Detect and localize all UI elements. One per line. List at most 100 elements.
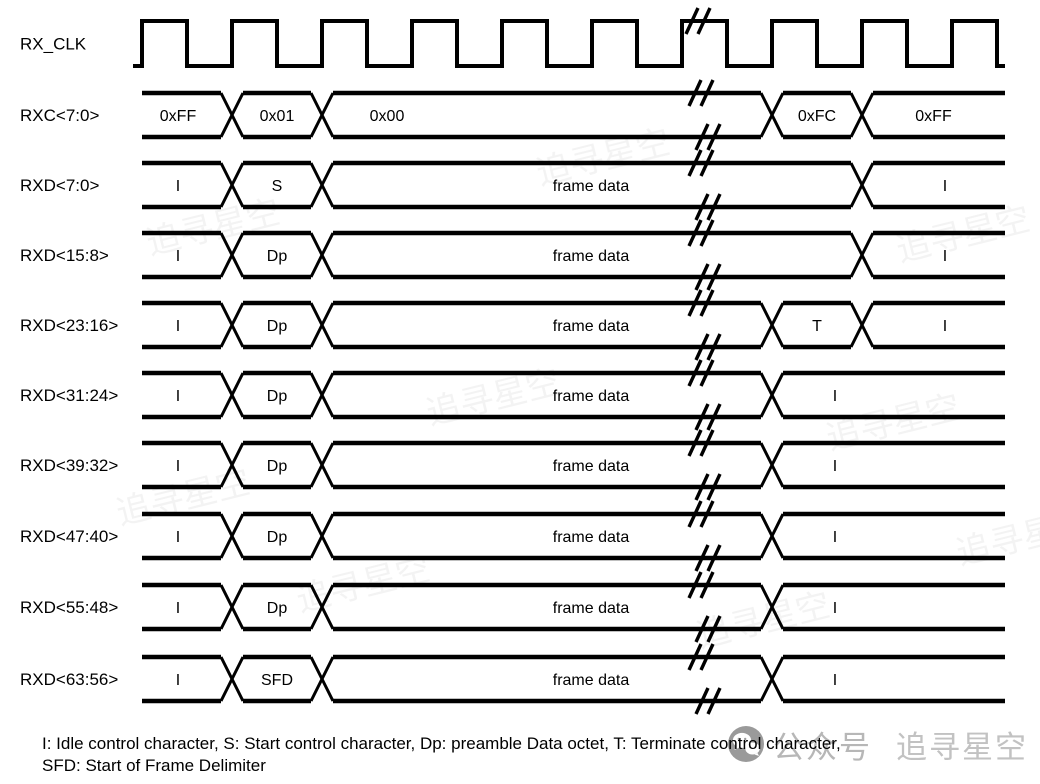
bus-segment-label: I [176,388,180,405]
bus-segment-label: Dp [267,388,288,405]
time-break-slash [706,473,722,501]
bus-transition-cross [849,232,875,278]
watermark: 公众号 追寻星空 [727,724,1028,765]
bus-segment-label: Dp [267,600,288,617]
time-break-slash [694,544,710,572]
signal-name-label: RXD<39:32> [20,456,118,475]
bus-segment-label: I [833,600,837,617]
bus-transition-cross [219,92,245,138]
time-break-slash [694,403,710,431]
signal-name-label: RXC<7:0> [20,106,99,125]
bus-segment-label: T [812,318,822,335]
bus-segment-label: I [833,458,837,475]
signal-name-label: RXD<23:16> [20,316,118,335]
bus-segment-label: SFD [261,672,293,689]
bus-segment-label: frame data [553,600,630,617]
bus-transition-cross [219,656,245,702]
bus-transition-cross [219,513,245,559]
time-break-slash [694,263,710,291]
time-break-slash [687,643,703,671]
time-break-slash [706,333,722,361]
bus-segment-label: 0x00 [370,108,405,125]
bus-transition-cross [759,442,785,488]
bus-transition-cross [309,584,335,630]
bus-transition-cross [219,232,245,278]
wechat-icon [728,726,764,762]
time-break-slash [694,687,710,715]
bus-transition-cross [309,232,335,278]
bus-transition-cross [849,302,875,348]
time-break-slash [687,219,703,247]
watermark-account-name: 追寻星空 [896,729,1028,765]
time-break-slash [699,79,715,107]
bus-segment-label: 0xFC [798,108,836,125]
time-break-slash [706,193,722,221]
bus-segment-label: 0xFF [160,108,197,125]
signal-name-label: RX_CLK [20,35,87,54]
bus-segment-label: I [176,248,180,265]
time-break-slash [694,473,710,501]
time-break-slash [687,289,703,317]
bus-segment-label: Dp [267,458,288,475]
time-break-slash [706,403,722,431]
time-break-slash [699,429,715,457]
bus-transition-cross [759,302,785,348]
signal-name-label: RXD<31:24> [20,386,118,405]
bus-segment-label: I [833,529,837,546]
bus-transition-cross [219,302,245,348]
signal-name-label: RXD<55:48> [20,598,118,617]
signal-name-label: RXD<7:0> [20,176,99,195]
time-break-slash [699,289,715,317]
time-break-slash [694,123,710,151]
bus-transition-cross [219,442,245,488]
time-break-slash [699,571,715,599]
time-break-slash [687,149,703,177]
bus-transition-cross [219,372,245,418]
signal-name-label: RXD<15:8> [20,246,109,265]
bus-transition-cross [309,442,335,488]
bus-segment-label: I [833,388,837,405]
bus-transition-cross [309,513,335,559]
time-break-slash [699,219,715,247]
bus-transition-cross [219,584,245,630]
bus-transition-cross [309,162,335,208]
time-break-slash [706,263,722,291]
bus-segment-label: 0x01 [260,108,295,125]
bus-segment-label: I [176,672,180,689]
time-break-slash [706,544,722,572]
bus-transition-cross [309,656,335,702]
legend-line-1: I: Idle control character, S: Start cont… [42,734,841,753]
bus-segment-label: S [272,178,283,195]
bus-segment-label: I [176,178,180,195]
time-break-slash [699,643,715,671]
bus-segment-label: frame data [553,672,630,689]
bus-segment-label: I [943,178,947,195]
legend-line-2: SFD: Start of Frame Delimiter [42,756,266,775]
time-break-slash [706,123,722,151]
bus-segment-label: I [943,318,947,335]
bus-transition-cross [849,162,875,208]
time-break-slash [699,500,715,528]
bus-segment-label: frame data [553,248,630,265]
signal-name-label: RXD<47:40> [20,527,118,546]
bus-transition-cross [759,513,785,559]
time-break-slash [694,615,710,643]
time-break-slash [687,79,703,107]
signal-row-5: RXD<31:24> I Dp frame data I [20,359,1005,431]
time-break-slash [694,193,710,221]
bus-transition-cross [759,584,785,630]
time-break-slash [684,7,700,35]
bus-transition-cross [309,372,335,418]
time-break-slash [694,333,710,361]
bus-segment-label: frame data [553,388,630,405]
bus-segment-label: I [176,318,180,335]
bus-transition-cross [849,92,875,138]
time-break-slash [699,149,715,177]
time-break-slash [706,687,722,715]
signal-name-label: RXD<63:56> [20,670,118,689]
bus-segment-label: 0xFF [915,108,952,125]
